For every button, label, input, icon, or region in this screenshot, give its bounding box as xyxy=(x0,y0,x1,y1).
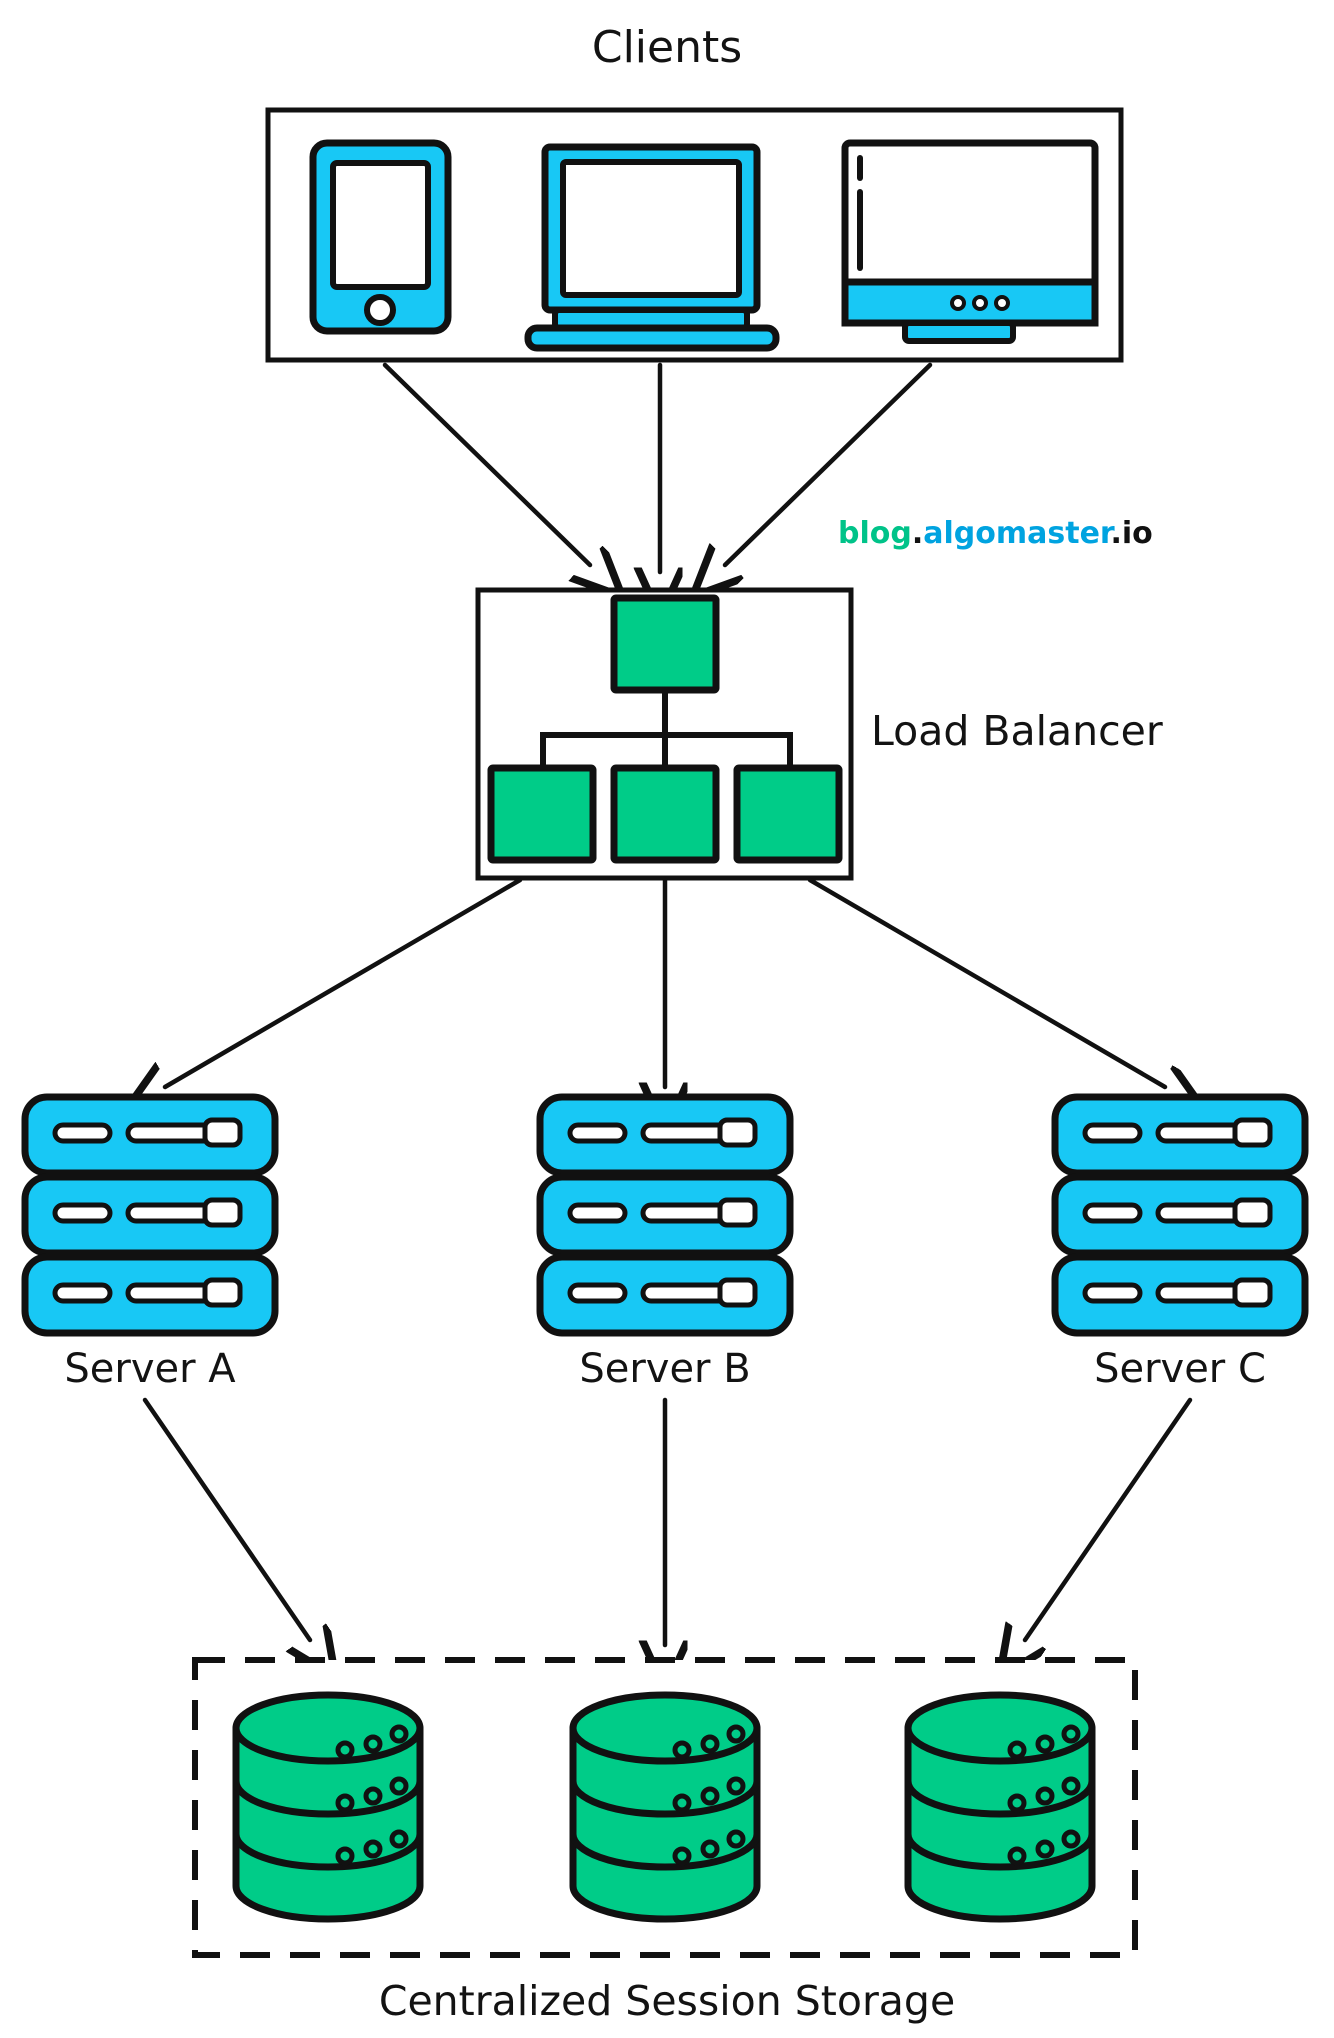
database-icon xyxy=(232,1691,424,1923)
db-divider xyxy=(232,1780,424,1818)
watermark-text: blog.algomaster.io xyxy=(838,516,1153,551)
lb-node-root-icon xyxy=(610,594,720,694)
laptop-base-icon xyxy=(524,324,780,352)
database-icon xyxy=(904,1691,1096,1923)
client-device-monitor xyxy=(841,139,1099,344)
client-device-laptop xyxy=(524,143,780,352)
db-divider xyxy=(232,1833,424,1871)
lb-node-child-3-icon xyxy=(733,764,843,864)
db-dot xyxy=(700,1786,720,1806)
server-a-group: Server A xyxy=(21,1093,279,1392)
server-unit xyxy=(21,1173,279,1257)
watermark-part3: io xyxy=(1122,516,1153,551)
server-unit xyxy=(536,1173,794,1257)
db-dot xyxy=(1007,1846,1027,1866)
db-dot xyxy=(700,1839,720,1859)
db-dot xyxy=(1061,1724,1081,1744)
lb-node-child-2-icon xyxy=(610,764,720,864)
db-dot xyxy=(389,1776,409,1796)
server-a-icon xyxy=(21,1093,279,1337)
laptop-screen-icon xyxy=(560,159,742,298)
db-dot xyxy=(335,1846,355,1866)
session-storage-caption: Centralized Session Storage xyxy=(379,1977,955,2025)
flow-loadbalancer-to-servers xyxy=(165,877,1165,1087)
server-b-label: Server B xyxy=(579,1346,750,1392)
server-b-icon xyxy=(536,1093,794,1337)
lb-node-child-1-icon xyxy=(487,764,597,864)
arrow-server-c-to-storage xyxy=(1025,1397,1193,1640)
server-a-label: Server A xyxy=(64,1346,236,1392)
server-c-label: Server C xyxy=(1094,1346,1266,1392)
db-dot xyxy=(726,1776,746,1796)
db-body xyxy=(232,1724,424,1923)
db-body xyxy=(904,1724,1096,1923)
db-dot xyxy=(1061,1776,1081,1796)
server-c-group: Server C xyxy=(1051,1093,1309,1392)
watermark-part2: algomaster xyxy=(923,516,1115,551)
db-dot xyxy=(389,1724,409,1744)
db-dot xyxy=(672,1793,692,1813)
server-unit xyxy=(21,1253,279,1337)
db-dot xyxy=(700,1734,720,1754)
server-unit xyxy=(1051,1093,1309,1177)
db-divider xyxy=(904,1833,1096,1871)
db-dot xyxy=(1035,1786,1055,1806)
load-balancer-label: Load Balancer xyxy=(871,707,1163,755)
db-dot xyxy=(672,1846,692,1866)
monitor-indicator-dot-icon xyxy=(972,295,988,311)
db-dot xyxy=(335,1793,355,1813)
watermark-part1: blog xyxy=(838,516,912,551)
phone-screen-icon xyxy=(330,160,431,290)
server-b-group: Server B xyxy=(536,1093,794,1392)
server-unit xyxy=(21,1093,279,1177)
clients-group xyxy=(265,107,1124,363)
db-dot xyxy=(726,1724,746,1744)
db-dot xyxy=(1007,1740,1027,1760)
arrow-server-a-to-storage xyxy=(142,1397,310,1640)
db-dot xyxy=(363,1839,383,1859)
monitor-indicator-dot-icon xyxy=(994,295,1010,311)
watermark: blog.algomaster.io xyxy=(838,516,1153,551)
db-body xyxy=(569,1724,761,1923)
arrow-lb-to-server-a xyxy=(165,877,523,1087)
arrow-monitor-to-lb xyxy=(725,362,933,565)
server-unit xyxy=(1051,1173,1309,1257)
monitor-panel-strip-icon xyxy=(841,278,1099,327)
db-dot xyxy=(363,1786,383,1806)
load-balancer-group: Load Balancer xyxy=(475,587,1163,881)
db-dot xyxy=(389,1829,409,1849)
db-dot xyxy=(1035,1839,1055,1859)
server-unit xyxy=(536,1253,794,1337)
db-dot xyxy=(1007,1793,1027,1813)
db-dot xyxy=(726,1829,746,1849)
arrow-lb-to-server-c xyxy=(807,877,1165,1087)
watermark-dot1: . xyxy=(912,516,923,551)
db-dot xyxy=(335,1740,355,1760)
db-divider xyxy=(904,1780,1096,1818)
arrow-phone-to-lb xyxy=(382,362,590,565)
session-storage-group: Centralized Session Storage xyxy=(192,1657,1138,2025)
phone-home-button-icon xyxy=(364,294,396,326)
client-device-phone xyxy=(309,139,452,335)
watermark-dot2: . xyxy=(1110,516,1121,551)
server-unit xyxy=(1051,1253,1309,1337)
monitor-indicator-dot-icon xyxy=(950,295,966,311)
db-dot xyxy=(363,1734,383,1754)
db-dot xyxy=(1035,1734,1055,1754)
flow-clients-to-loadbalancer xyxy=(382,362,933,572)
database-icon xyxy=(569,1691,761,1923)
db-dot xyxy=(672,1740,692,1760)
db-divider xyxy=(569,1780,761,1818)
page-title: Clients xyxy=(592,22,742,73)
monitor-stand-icon xyxy=(902,320,1016,344)
server-c-icon xyxy=(1051,1093,1309,1337)
db-dot xyxy=(1061,1829,1081,1849)
db-divider xyxy=(569,1833,761,1871)
server-unit xyxy=(536,1093,794,1177)
flow-servers-to-storage xyxy=(142,1397,1193,1645)
